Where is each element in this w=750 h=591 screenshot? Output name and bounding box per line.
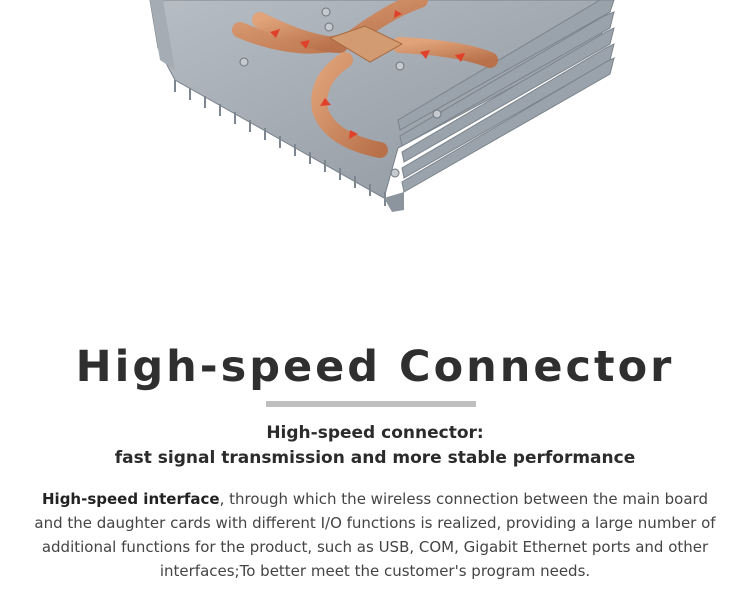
description-text: , through which the wireless connection … — [34, 490, 716, 580]
section-subtitle: High-speed connector: fast signal transm… — [0, 421, 750, 471]
subtitle-line-1: High-speed connector: — [266, 423, 484, 443]
fanless-chassis-heatpipe-illustration — [149, 0, 615, 212]
title-underline — [266, 401, 476, 407]
page-title: High-speed Connector — [75, 342, 675, 392]
product-image — [149, 0, 615, 212]
subtitle-line-2: fast signal transmission and more stable… — [114, 448, 636, 468]
description-paragraph: High-speed interface, through which the … — [28, 487, 722, 583]
description-bold-lead: High-speed interface — [42, 490, 220, 508]
